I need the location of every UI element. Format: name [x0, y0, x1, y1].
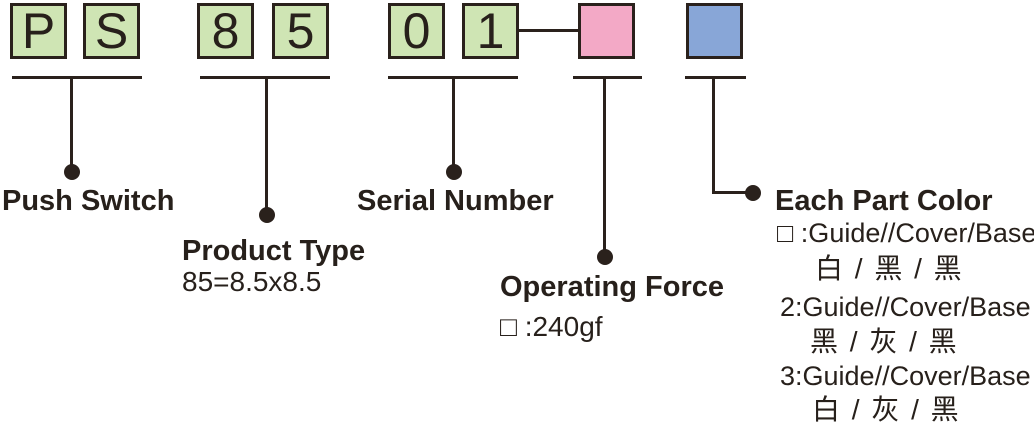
leader-line-operating-force — [603, 76, 606, 253]
each-part-color-label: Each Part Color — [775, 185, 993, 217]
part-color-option-3-colors: 白 / 灰 / 黑 — [812, 394, 961, 424]
part-color-option-2-code: 2:Guide//Cover/Base — [780, 292, 1031, 322]
group-underline-part-color — [685, 76, 746, 79]
leader-dot-serial-number — [446, 164, 462, 180]
leader-dot-part-color — [745, 185, 761, 201]
leader-line-product-type — [265, 76, 268, 211]
leader-line-part-color — [712, 76, 715, 194]
part-color-option-1-colors: 白 / 黑 / 黑 — [815, 253, 964, 284]
code-box-0: 0 — [388, 3, 445, 59]
operating-force-label: Operating Force — [500, 271, 724, 303]
product-type-label: Product Type — [182, 235, 366, 267]
part-color-box — [686, 3, 743, 59]
leader-dot-operating-force — [597, 249, 613, 265]
code-box-p: P — [10, 3, 67, 59]
leader-line-push-switch — [70, 76, 73, 168]
leader-dot-product-type — [259, 207, 275, 223]
code-box-8: 8 — [197, 3, 254, 59]
part-color-option-1-code: □ :Guide//Cover/Base — [777, 218, 1034, 248]
operating-force-box — [578, 3, 635, 59]
operating-force-detail: □ :240gf — [500, 311, 603, 342]
product-type-detail: 85=8.5x8.5 — [182, 266, 322, 297]
connector-line — [518, 29, 578, 32]
group-underline-operating-force — [573, 76, 642, 79]
part-color-option-2-colors: 黑 / 灰 / 黑 — [810, 326, 959, 357]
push-switch-label: Push Switch — [2, 185, 175, 217]
group-underline-push-switch — [12, 76, 142, 79]
part-color-option-3-code: 3:Guide//Cover/Base — [780, 361, 1031, 391]
leader-line-serial-number — [452, 76, 455, 168]
code-box-5: 5 — [272, 3, 329, 59]
code-box-s: S — [83, 3, 140, 59]
serial-number-label: Serial Number — [357, 185, 554, 217]
code-box-1: 1 — [462, 3, 519, 59]
leader-elbow-part-color — [712, 191, 747, 194]
leader-dot-push-switch — [64, 164, 80, 180]
